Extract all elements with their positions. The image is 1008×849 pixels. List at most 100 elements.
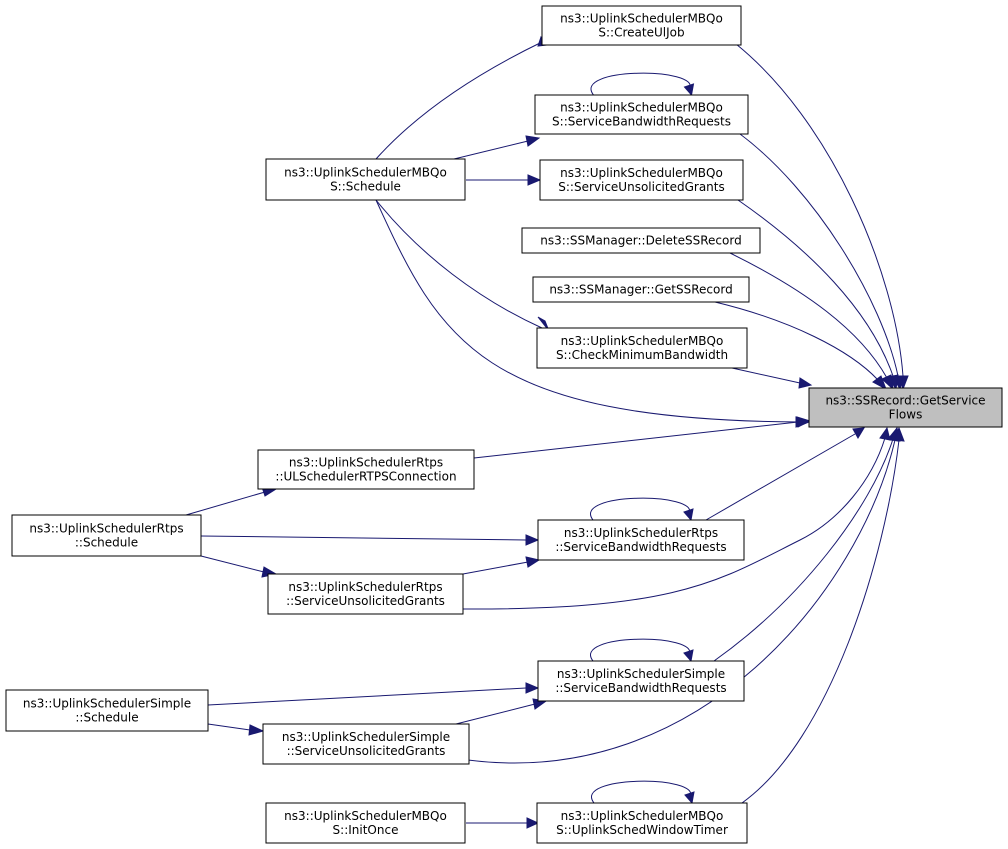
arrowhead-icon [796,416,812,428]
node-label-line: ::ServiceUnsolicitedGrants [286,594,445,608]
edge-checkminbw-to-getserviceflows [731,367,813,389]
arrowhead-icon [852,427,865,439]
arrowhead-icon [881,374,894,391]
node-label-line: ::Schedule [75,536,138,550]
node-label-line: ::Schedule [75,711,138,725]
edge-line [739,133,899,377]
node-label-line: ns3::SSManager::DeleteSSRecord [540,234,741,248]
node-label-line: ::ULSchedulerRTPSConnection [275,470,456,484]
node-label-line: ns3::UplinkSchedulerRtps [29,522,183,536]
node-label-line: ns3::UplinkSchedulerMBQo [284,809,447,823]
edge-mbqos_sug-to-getserviceflows [737,199,899,391]
edge-line [591,780,692,804]
call-nodes: ns3::SSRecord::GetServiceFlowsns3::Uplin… [5,5,1003,844]
node-box [536,327,748,369]
node-rtps_sbr[interactable]: ns3::UplinkSchedulerRtps::ServiceBandwid… [537,519,745,561]
edge-line [185,491,266,516]
edge-line [375,41,543,160]
arrowhead-icon [525,135,541,147]
node-box [257,449,475,490]
edge-simple_schedule-to-simple_sug [207,723,265,736]
node-getssrecord[interactable]: ns3::SSManager::GetSSRecord [532,276,750,303]
node-label-line: Flows [889,408,923,422]
edge-rtps_sug-to-rtps_sbr [462,556,541,575]
arrowhead-icon [683,649,694,663]
node-label-line: S::InitOnce [333,823,399,837]
edge-line [467,439,896,764]
node-label-line: S::UplinkSchedWindowTimer [556,823,728,837]
edge-createuljob-to-getserviceflows [735,43,909,391]
call-edges [185,35,909,829]
edge-mbqos_schedule-to-checkminbw [375,199,550,332]
edge-mbqos_windowtimer-to-getserviceflows [741,426,905,804]
node-simple_schedule[interactable]: ns3::UplinkSchedulerSimple::Schedule [5,689,209,732]
arrowhead-icon [798,377,813,389]
edge-line [455,703,536,725]
arrowhead-icon [526,817,540,829]
node-deletessrecord[interactable]: ns3::SSManager::DeleteSSRecord [521,227,761,254]
edge-rtps_sug-to-getserviceflows [462,426,891,610]
arrowhead-icon [893,426,905,442]
node-mbqos_windowtimer[interactable]: ns3::UplinkSchedulerMBQoS::UplinkSchedWi… [536,802,748,844]
node-simple_sbr[interactable]: ns3::UplinkSchedulerSimple::ServiceBandw… [537,660,745,702]
node-checkminbw[interactable]: ns3::UplinkSchedulerMBQoS::CheckMinimumB… [536,327,748,369]
node-box [536,802,748,844]
edge-mbqos_schedule-to-mbqos_sug [466,174,542,186]
edge-line [375,199,543,329]
arrowhead-icon [683,508,694,522]
node-label-line: ns3::UplinkSchedulerRtps [564,526,718,540]
node-rtps_ulsched[interactable]: ns3::UplinkSchedulerRtps::ULSchedulerRTP… [257,449,475,490]
arrowhead-icon [683,83,695,97]
edge-rtps_schedule-to-rtps_sug [200,555,278,578]
arrowhead-icon [684,791,695,805]
node-box [265,802,466,844]
edge-line [713,438,894,662]
node-box [267,573,464,615]
node-mbqos_sug[interactable]: ns3::UplinkSchedulerMBQoS::ServiceUnsoli… [539,159,744,201]
node-label-line: ns3::SSManager::GetSSRecord [549,283,732,297]
node-label-line: S::Schedule [330,180,401,194]
edge-simple_schedule-to-simple_sbr [207,682,540,706]
arrowhead-icon [525,556,541,568]
node-label-line: ns3::UplinkSchedulerMBQo [561,809,724,823]
edge-mbqos_initonce-to-mbqos_windowtimer [466,817,540,829]
edge-mbqos_windowtimer-to-mbqos_windowtimer [591,780,695,805]
node-rtps_schedule[interactable]: ns3::UplinkSchedulerRtps::Schedule [11,514,202,557]
node-box [534,94,749,135]
node-box [537,519,745,561]
node-label-line: S::ServiceBandwidthRequests [552,115,731,129]
node-box [11,514,202,557]
edge-simple_sug-to-getserviceflows [467,426,901,764]
edge-rtps_sbr-to-getserviceflows [705,427,865,521]
arrowhead-icon [872,375,887,391]
node-mbqos_sbr[interactable]: ns3::UplinkSchedulerMBQoS::ServiceBandwi… [534,94,749,135]
node-label-line: ns3::SSRecord::GetService [825,394,985,408]
node-label-line: S::CreateUlJob [598,26,684,40]
node-box [521,227,761,254]
edge-rtps_schedule-to-rtps_ulsched [185,486,278,516]
node-label-line: ::ServiceUnsolicitedGrants [287,744,446,758]
node-rtps_sug[interactable]: ns3::UplinkSchedulerRtps::ServiceUnsolic… [267,573,464,615]
arrowhead-icon [525,534,540,546]
node-box [532,276,750,303]
node-box [5,689,209,732]
node-box [265,158,466,201]
edge-line [705,433,856,521]
edge-rtps_ulsched-to-getserviceflows [473,416,812,459]
edge-line [200,535,527,541]
node-label-line: ::ServiceBandwidthRequests [555,681,726,695]
node-label-line: ns3::UplinkSchedulerRtps [289,456,443,470]
node-label-line: S::ServiceUnsolicitedGrants [558,180,725,194]
edge-line [207,723,251,731]
node-box [537,660,745,702]
node-label-line: ns3::UplinkSchedulerSimple [23,697,191,711]
edge-line [590,497,691,521]
node-label-line: ns3::UplinkSchedulerSimple [282,730,450,744]
node-simple_sug[interactable]: ns3::UplinkSchedulerSimple::ServiceUnsol… [262,723,470,765]
edge-line [462,561,529,575]
edge-line [741,439,900,804]
